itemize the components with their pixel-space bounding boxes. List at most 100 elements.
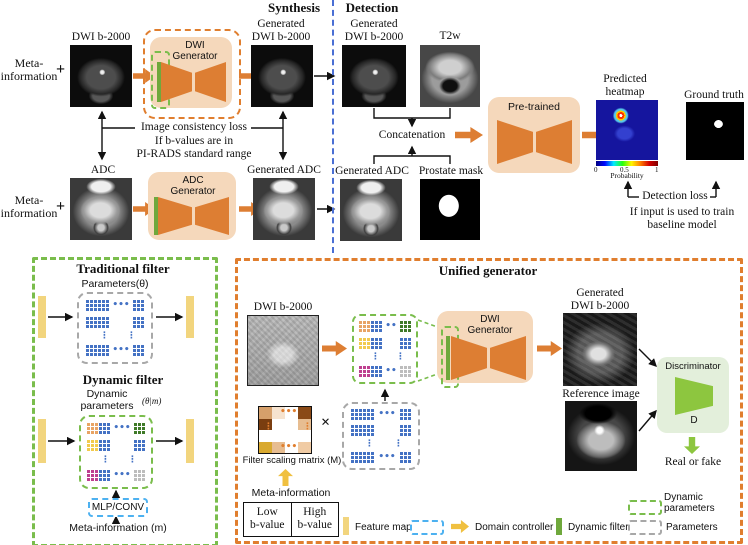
dynamic-params-box: ••• ⋮ ⋮ ••• [79,415,153,489]
traditional-filter-title: Traditional filter [76,261,170,276]
unified-params-box: ••• ⋮ ⋮ ••• [342,402,420,470]
detection-loss-label: Detection loss [642,190,708,202]
det-generated-dwi-image [342,45,406,107]
matrix-h-ellipsis: ••• [280,407,298,417]
v-ellipsis: ⋮ [371,352,380,363]
concat-bracket-top [373,108,451,124]
param-row [86,316,144,328]
param-grid [133,316,144,328]
unified-dwi-generator-box: DWI Generator [437,311,533,388]
t2w-image [420,45,480,107]
dynamic-params-label: Dynamic parameters [80,388,134,412]
param-pair [351,409,374,420]
matrix-cell [285,407,298,419]
param-row: •• [359,365,411,377]
param-row [359,337,411,349]
v-ellipsis: ⋮ [101,455,110,466]
legend-dynamic-filter-swatch [556,518,562,535]
param-pair [86,316,109,328]
pretrained-box: Pre-trained [488,97,580,173]
param-row: ••• [86,300,144,311]
param-grid [400,337,411,349]
unified-decoder-trapezoid [490,336,526,380]
legend-dynamic-parameters-swatch [628,500,662,515]
param-grid [86,300,97,311]
param-grid [400,424,411,436]
adc-generator-label: ADC Generator [170,175,216,198]
matrix-cell [285,441,298,453]
param-grid-gray [133,470,145,481]
detection-loss-condition-label: If input is used to train baseline model [629,206,735,231]
param-grid-magenta [359,365,370,377]
adc-generator-box: ADC Generator [148,172,236,240]
param-pair [86,344,109,356]
concatenation-label: Concatenation [378,129,446,141]
det-generated-adc-label: Generated ADC [335,165,409,177]
dynamic-filter-title: Dynamic filter [82,372,164,387]
generated-adc-label: Generated ADC [247,164,321,176]
h-ellipsis: •• [385,321,397,331]
colorbar-tick-05: 0.5 [620,166,629,174]
legend-domain-controller-label: Domain controller [475,522,554,533]
meta-information-label-bottom: Meta- information [0,193,58,221]
encoder-trapezoid [161,62,192,102]
arrow-concat-to-pretrained [455,127,483,143]
discriminator-d-label: D [690,415,698,426]
adc-decoder-trapezoid [195,197,229,235]
bvalue-table: Low b-value High b-value [243,502,339,537]
h-ellipsis: ••• [112,300,130,310]
dwi-b2000-label: DWI b-2000 [71,31,131,43]
legend-parameters-label: Parameters [666,522,718,533]
feature-map-bar [38,419,46,463]
matrix-cell [259,418,272,430]
param-row [87,440,145,452]
high-bvalue-cell: High b-value [297,506,332,531]
feature-map-bar [186,296,194,338]
ground-truth-image [686,102,744,160]
matrix-cell [298,418,311,430]
param-grid [351,424,362,436]
legend-feature-map-swatch [343,517,349,535]
concat-bracket-bottom [373,155,451,164]
real-or-fake-label: Real or fake [664,456,722,468]
h-ellipsis: ••• [113,470,131,480]
adc-dynamic-filter-stripe [154,197,158,235]
unified-dynamic-filter-stripe [446,336,450,380]
synthesis-detection-divider [332,0,334,253]
param-row: ••• [86,344,144,356]
param-grid [134,440,145,452]
v-ellipsis: ⋮ [128,455,137,466]
synthesis-title: Synthesis [267,0,321,15]
param-grid [98,300,109,311]
matrix-cell [259,430,272,442]
generated-dwi-label: Generated DWI b-2000 [251,18,311,43]
pretrained-decoder-trapezoid [536,120,572,164]
legend-domain-controller-swatch [410,520,444,535]
matrix-v-ellipsis: ⋮ [264,422,273,432]
param-grid-yellow [359,337,370,349]
unified-generator-title: Unified generator [438,263,538,278]
h-ellipsis: ••• [112,344,130,355]
matrix-cell [272,407,285,419]
discriminator-box: Discriminator D [657,357,729,433]
param-row [351,424,411,436]
matrix-cell [285,430,298,442]
unified-generator-frame [235,258,743,544]
param-grid [86,344,97,356]
low-bvalue-cell: Low b-value [244,503,292,536]
colorbar-tick-1: 1 [655,166,659,174]
predicted-heatmap-label: Predicted heatmap [603,73,647,98]
legend-dynamic-filter-label: Dynamic filter [568,522,629,533]
unified-meta-information-label: Meta-information [251,487,331,499]
param-grid [363,451,374,463]
param-grid [371,365,382,377]
param-grid [399,451,411,463]
param-pair [359,321,382,332]
param-grid [363,409,374,420]
matrix-cell [298,441,311,453]
unified-generated-dwi-label: Generated DWI b-2000 [570,287,630,312]
param-vdots-row: ⋮ ⋮ [86,331,144,340]
meta-information-m-label: Meta-information (m) [69,522,167,534]
param-grid [86,316,97,328]
unified-dwi-generator-label: DWI Generator [467,314,513,337]
